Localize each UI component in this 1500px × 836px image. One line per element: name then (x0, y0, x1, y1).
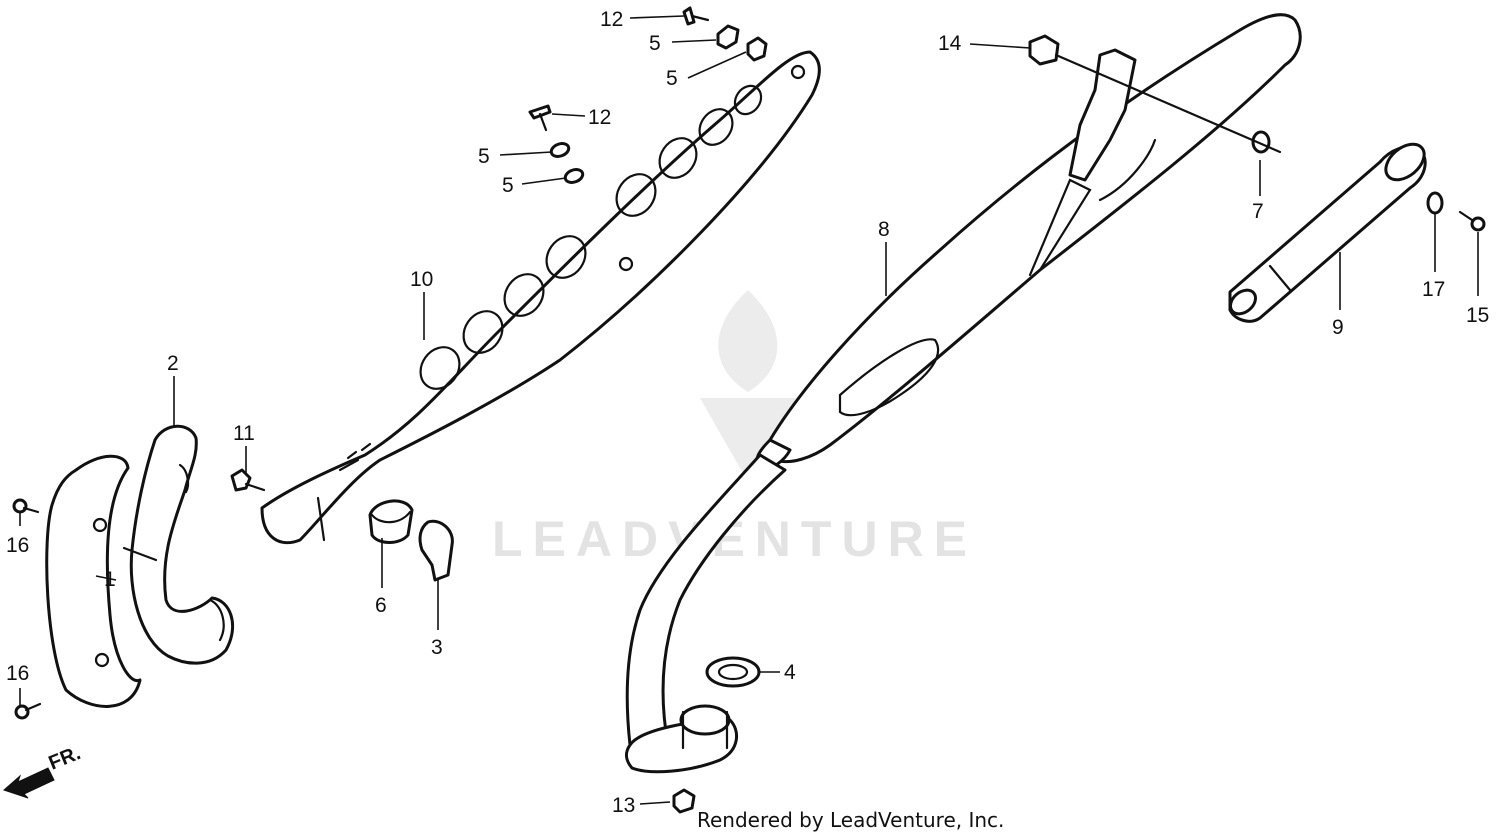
washer-small[interactable] (1426, 191, 1444, 215)
label-16-bottom: 16 (6, 662, 29, 685)
label-3: 3 (431, 636, 443, 659)
bolt-12-mid[interactable] (528, 104, 552, 132)
label-2: 2 (167, 352, 179, 375)
bolt-16-bottom[interactable] (14, 702, 42, 720)
leader-lines (19, 15, 1479, 805)
nut-5b[interactable] (746, 36, 768, 62)
heat-guard[interactable] (45, 454, 142, 708)
label-10: 10 (410, 268, 433, 291)
label-12-top: 12 (600, 8, 623, 31)
washer[interactable] (1251, 130, 1271, 154)
muffler-protector[interactable] (260, 50, 821, 545)
bolt-16-top[interactable] (12, 498, 40, 514)
watermark-v-icon (700, 398, 796, 482)
callout-labels: 12 5 5 12 5 5 14 7 8 9 17 15 10 2 11 16 … (6, 8, 1489, 817)
bolt-12-top[interactable] (682, 6, 710, 26)
label-9: 9 (1332, 316, 1344, 339)
label-17: 17 (1422, 278, 1445, 301)
label-11: 11 (233, 422, 255, 445)
nut-5c[interactable] (549, 141, 571, 158)
arrow-icon (3, 767, 55, 799)
label-16-top: 16 (6, 534, 29, 557)
label-13: 13 (612, 794, 635, 817)
bolt-15[interactable] (1458, 210, 1486, 232)
label-15: 15 (1466, 304, 1489, 327)
tailpipe[interactable] (1226, 137, 1431, 323)
bolt-11[interactable] (230, 468, 266, 492)
nut-5a[interactable] (716, 24, 740, 50)
nut-13[interactable] (672, 788, 696, 814)
clamp-band[interactable] (418, 519, 454, 582)
label-7: 7 (1252, 200, 1264, 223)
label-6: 6 (375, 594, 387, 617)
label-5-b: 5 (666, 67, 678, 90)
label-5-c: 5 (478, 145, 490, 168)
label-12-mid: 12 (588, 106, 611, 129)
watermark-flame-icon (718, 290, 778, 392)
label-14: 14 (938, 32, 962, 55)
label-1: 1 (104, 568, 116, 591)
gasket[interactable] (705, 656, 761, 688)
collar-clip[interactable] (368, 499, 414, 544)
label-5-d: 5 (502, 174, 514, 197)
bolt-14[interactable] (1028, 34, 1282, 154)
exhaust-joint-pipe[interactable] (122, 424, 235, 665)
label-8: 8 (878, 218, 890, 241)
nut-5d[interactable] (563, 167, 585, 184)
footer-credit: Rendered by LeadVenture, Inc. (697, 808, 1004, 832)
label-5-a: 5 (649, 32, 661, 55)
label-4: 4 (784, 661, 796, 684)
front-direction-arrow: FR. (3, 742, 84, 799)
front-direction-label: FR. (46, 742, 84, 774)
